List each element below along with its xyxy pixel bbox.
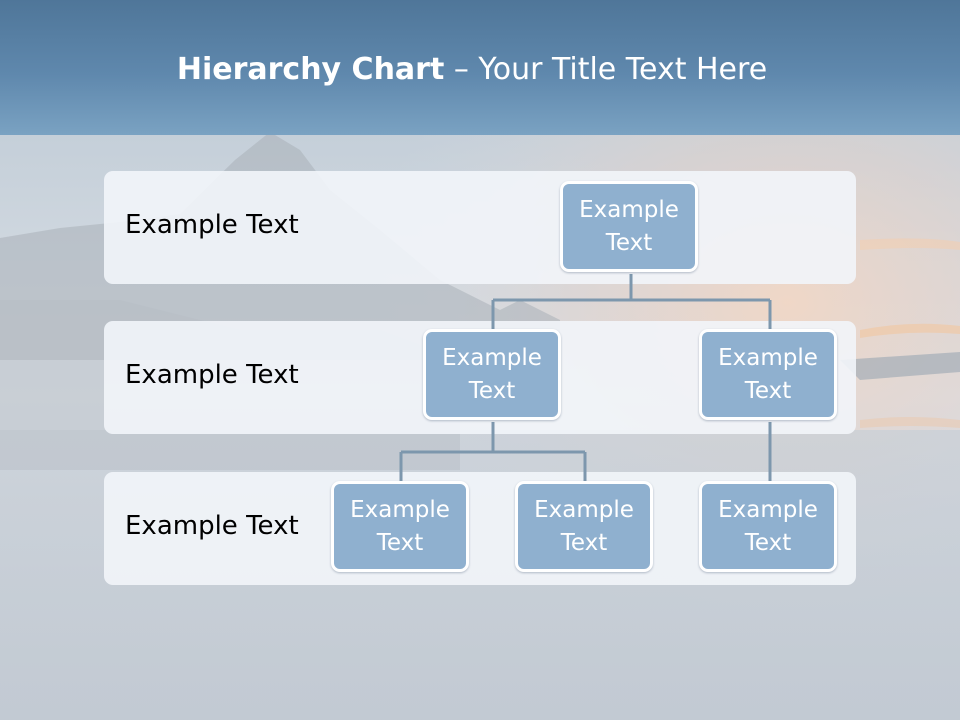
org-node-root-label: Example Text: [579, 196, 679, 256]
org-node-level3-a-label: Example Text: [350, 496, 450, 556]
title-bold-part: Hierarchy Chart: [176, 52, 445, 87]
slide-title: Hierarchy Chart – Your Title Text Here: [0, 52, 944, 87]
org-node-level2-right-label: Example Text: [718, 344, 818, 404]
connector-left-to-level3: [399, 422, 587, 482]
title-rest-part: – Your Title Text Here: [444, 52, 768, 87]
level-label-1: Example Text: [125, 210, 299, 240]
org-node-level3-b[interactable]: Example Text: [515, 481, 653, 572]
org-node-level3-a[interactable]: Example Text: [331, 481, 469, 572]
org-node-level2-left-label: Example Text: [442, 344, 542, 404]
org-node-level2-left[interactable]: Example Text: [423, 329, 561, 420]
level-label-2: Example Text: [125, 360, 299, 390]
org-node-level2-right[interactable]: Example Text: [699, 329, 837, 420]
title-banner: [0, 0, 960, 135]
level-band-1: [104, 171, 856, 284]
org-node-root[interactable]: Example Text: [560, 181, 698, 272]
level-label-3: Example Text: [125, 511, 299, 541]
connector-root-to-level2: [491, 274, 772, 330]
org-node-level3-c[interactable]: Example Text: [699, 481, 837, 572]
org-node-level3-c-label: Example Text: [718, 496, 818, 556]
org-node-level3-b-label: Example Text: [534, 496, 634, 556]
